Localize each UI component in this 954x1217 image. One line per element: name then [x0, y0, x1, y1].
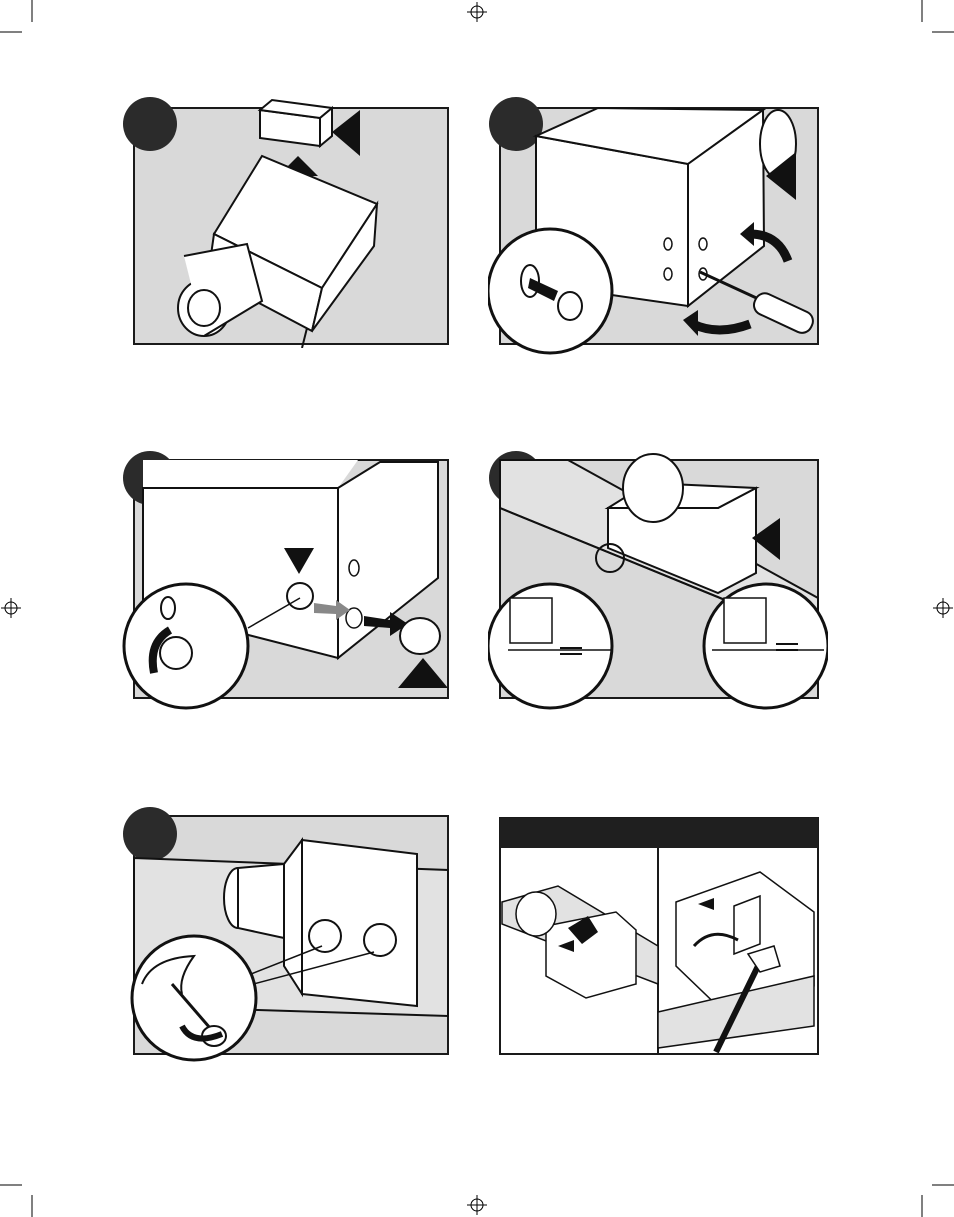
step-6-panel [498, 816, 820, 1058]
step-3-panel [118, 448, 458, 713]
registration-mark-top-icon [467, 2, 487, 22]
registration-mark-bottom-icon [467, 1195, 487, 1215]
step-4-panel [488, 448, 828, 713]
step-2-number-circle [489, 97, 543, 151]
step-1-number-circle [123, 97, 177, 151]
registration-mark-right-icon [933, 598, 953, 618]
step-2-panel [488, 96, 828, 356]
step-5-number-circle [123, 807, 177, 861]
step-1-panel [122, 96, 452, 348]
step-5-panel [122, 806, 454, 1068]
registration-mark-left-icon [1, 598, 21, 618]
step-6-header-bar [500, 818, 818, 848]
